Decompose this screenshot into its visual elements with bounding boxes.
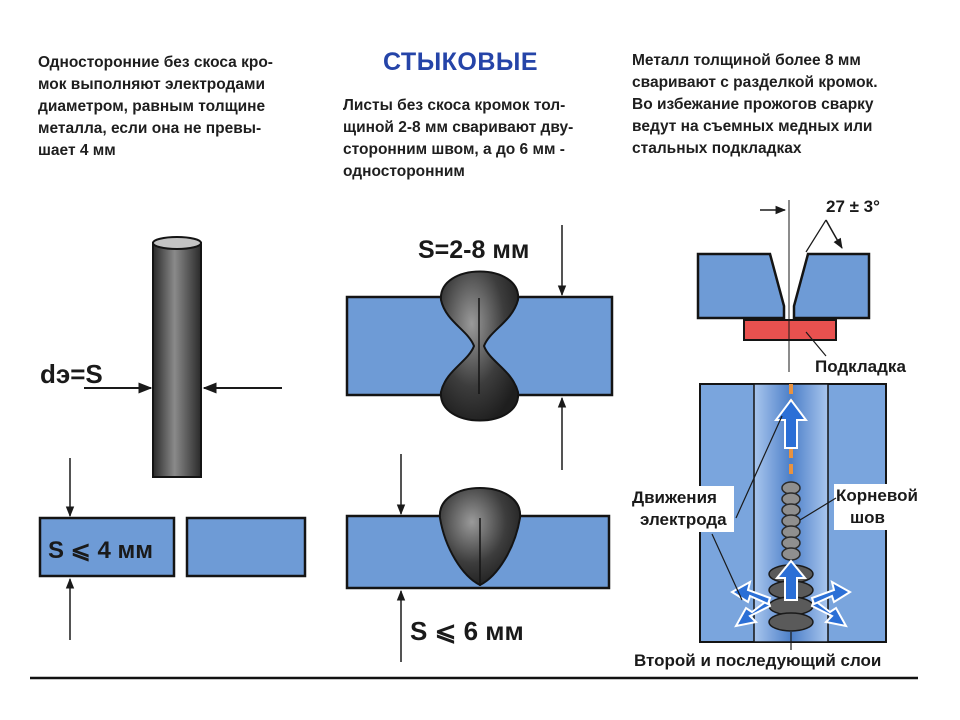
up-arrow-top-icon bbox=[774, 398, 808, 449]
right-text-line: Во избежание прожогов сварку bbox=[632, 96, 874, 113]
right-diagram-top-view: Движения электрода Корневой шов Второй и… bbox=[628, 383, 918, 670]
electrode-motion-arrows bbox=[730, 398, 852, 628]
backing-strip bbox=[743, 319, 837, 341]
root-seam-label-line: шов bbox=[850, 508, 885, 527]
electrode-rod bbox=[152, 242, 202, 478]
root-seam-label-line: Корневой bbox=[836, 486, 918, 505]
thin-plate-right bbox=[185, 516, 307, 578]
right-description: Металл толщиной более 8 мм сваривают с р… bbox=[632, 50, 917, 160]
root-label-bg bbox=[834, 484, 918, 530]
layers-label: Второй и последующий слои bbox=[634, 651, 881, 670]
right-text-line: стальных подкладках bbox=[632, 140, 802, 157]
left-text-line: металла, если она не превы- bbox=[38, 120, 262, 137]
left-text-line: Односторонние без скоса кро- bbox=[38, 54, 273, 71]
left-text-line: мок выполняют электродами bbox=[38, 76, 265, 93]
single-plate-thickness-label: S ⩽ 6 мм bbox=[410, 616, 524, 646]
thin-plate-thickness-label: S ⩽ 4 мм bbox=[48, 537, 153, 564]
thin-plate-left bbox=[38, 516, 176, 578]
right-text-line: Металл толщиной более 8 мм bbox=[632, 52, 861, 69]
page-title: СТЫКОВЫЕ bbox=[383, 48, 539, 76]
root-seam-bead bbox=[781, 481, 801, 561]
left-text-line: диаметром, равным толщине bbox=[38, 98, 266, 115]
up-arrow-bottom-icon bbox=[774, 559, 808, 601]
middle-text-line: щиной 2-8 мм сваривают дву- bbox=[343, 119, 574, 136]
motion-leader-top bbox=[735, 415, 783, 519]
electrode-diameter-label: dэ=S bbox=[40, 359, 103, 389]
motion-leader-bottom bbox=[711, 533, 743, 601]
middle-text-line: Листы без скоса кромок тол- bbox=[343, 97, 566, 114]
motion-label-bg bbox=[628, 486, 734, 532]
motion-label-line: электрода bbox=[640, 510, 727, 529]
right-up-arrow-icon bbox=[810, 580, 852, 606]
middle-text-line: односторонним bbox=[343, 163, 465, 180]
middle-text-line: сторонним швом, а до 6 мм - bbox=[343, 141, 565, 158]
right-text-line: сваривают с разделкой кромок. bbox=[632, 74, 878, 91]
left-text-line: шает 4 мм bbox=[38, 142, 116, 159]
electrode-tip bbox=[152, 236, 202, 250]
motion-label-line: Движения bbox=[632, 488, 717, 507]
right-diagram-groove: 27 ± 3° Подкладка bbox=[696, 197, 906, 376]
middle-description: Листы без скоса кромок тол- щиной 2-8 мм… bbox=[343, 95, 605, 183]
left-diagram: dэ=S S ⩽ 4 мм bbox=[38, 236, 307, 640]
middle-diagram: S=2-8 мм S ⩽ 6 мм bbox=[345, 225, 614, 662]
bevel-plate-left bbox=[696, 252, 786, 320]
root-seam-leader bbox=[799, 497, 837, 521]
bevel-angle-label: 27 ± 3° bbox=[826, 197, 880, 216]
right-text-line: ведут на съемных медных или bbox=[632, 118, 873, 135]
backing-leader bbox=[805, 331, 827, 357]
bevel-plate-right bbox=[792, 252, 871, 320]
backing-label: Подкладка bbox=[815, 357, 906, 376]
double-plate-thickness-label: S=2-8 мм bbox=[418, 236, 529, 264]
left-description: Односторонние без скоса кро- мок выполня… bbox=[38, 52, 310, 162]
